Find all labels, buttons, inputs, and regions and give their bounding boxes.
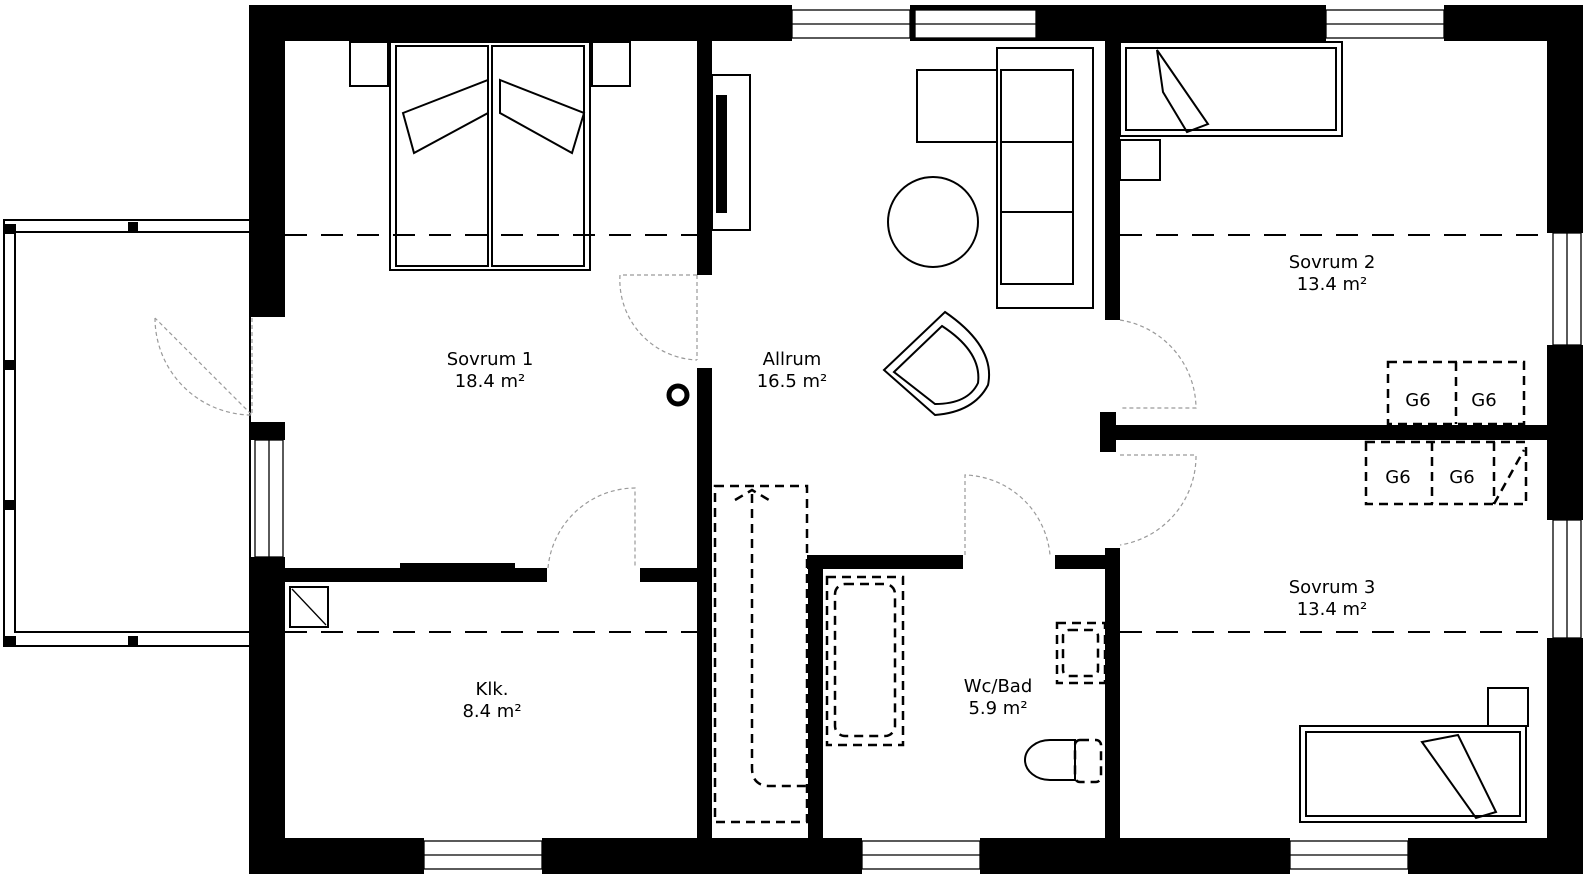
bathtub — [825, 575, 905, 747]
wardrobe-label: G6 — [1385, 467, 1410, 488]
bed-sovrum-2 — [1119, 41, 1343, 181]
room-area: 13.4 m² — [1297, 599, 1368, 620]
room-label-sovrum-2: Sovrum 2 13.4 m² — [1289, 252, 1376, 295]
room-area: 16.5 m² — [757, 371, 828, 392]
room-label-sovrum-1: Sovrum 1 18.4 m² — [447, 349, 534, 392]
room-name: Sovrum 1 — [447, 349, 534, 370]
section-lines — [285, 234, 1547, 633]
wardrobe-label: G6 — [1405, 390, 1430, 411]
room-area: 18.4 m² — [455, 371, 526, 392]
double-bed — [349, 41, 631, 271]
room-label-klk: Klk. 8.4 m² — [462, 679, 521, 722]
wardrobe-label: G6 — [1449, 467, 1474, 488]
hall-cupboard — [713, 484, 809, 824]
sofa — [916, 47, 1094, 309]
bed-sovrum-3 — [1299, 687, 1529, 823]
room-label-wc-bad: Wc/Bad 5.9 m² — [964, 676, 1033, 719]
armchair — [882, 310, 991, 417]
windows — [254, 9, 1582, 870]
wardrobes — [1364, 360, 1528, 506]
wardrobe-label: G6 — [1471, 390, 1496, 411]
wardrobe-corner — [289, 586, 329, 628]
room-name: Sovrum 2 — [1289, 252, 1376, 273]
sink — [1055, 621, 1107, 685]
room-label-sovrum-3: Sovrum 3 13.4 m² — [1289, 577, 1376, 620]
column-icon — [666, 383, 690, 407]
room-label-allrum: Allrum 16.5 m² — [757, 349, 828, 392]
room-area: 13.4 m² — [1297, 274, 1368, 295]
doors — [154, 274, 1197, 569]
room-area: 5.9 m² — [968, 698, 1027, 719]
room-name: Klk. — [476, 679, 509, 700]
room-name: Wc/Bad — [964, 676, 1033, 697]
room-area: 8.4 m² — [462, 701, 521, 722]
toilet — [1024, 738, 1103, 784]
round-table — [887, 176, 979, 268]
room-name: Sovrum 3 — [1289, 577, 1376, 598]
terrace — [3, 219, 251, 647]
room-name: Allrum — [763, 349, 822, 370]
interior-walls — [285, 5, 1547, 874]
